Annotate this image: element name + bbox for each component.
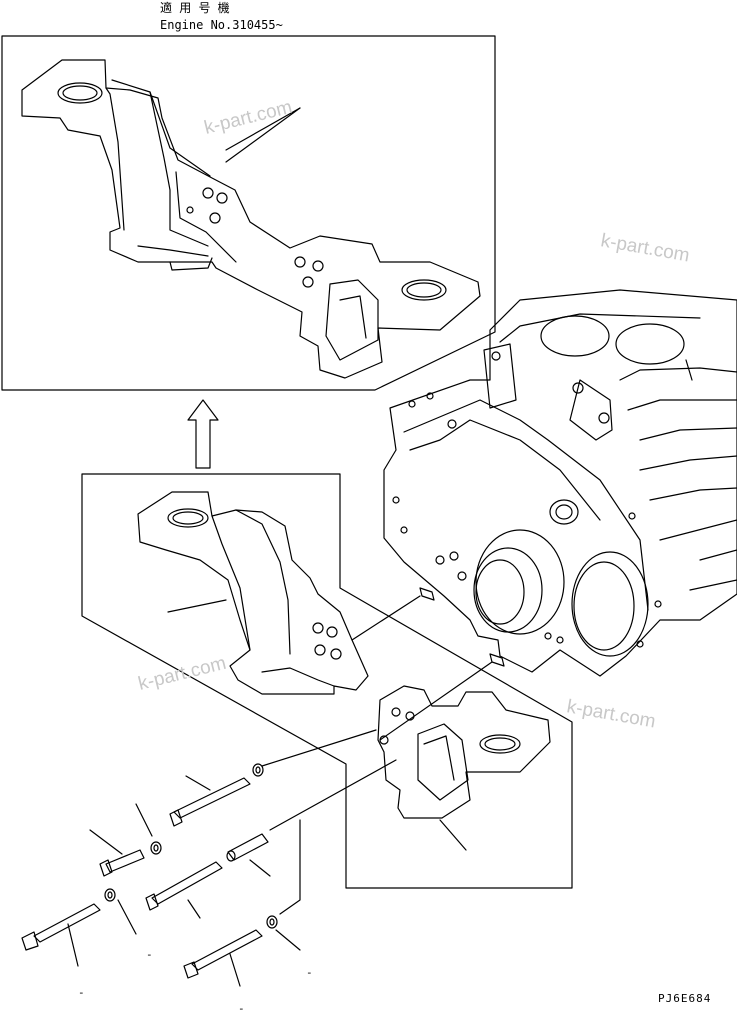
figure-code: PJ6E684 bbox=[658, 992, 711, 1005]
callout-washer-4 bbox=[275, 929, 301, 951]
callout-bolt-center bbox=[187, 899, 201, 919]
bolt-long-lower-left bbox=[21, 903, 101, 951]
bracket-left bbox=[137, 491, 369, 695]
bracket-right bbox=[377, 685, 551, 819]
engine-range-label: Engine No.310455~ bbox=[160, 18, 283, 32]
washer-2 bbox=[150, 841, 162, 855]
callout-bracket-right bbox=[439, 819, 467, 851]
assembly-line-1 bbox=[261, 729, 377, 767]
callout-washer-3 bbox=[117, 899, 137, 935]
dowel-pin-lower bbox=[489, 653, 505, 667]
dowel-pin-upper bbox=[419, 587, 435, 601]
washer-3 bbox=[104, 888, 116, 902]
watermark-1: k-part.com bbox=[202, 97, 294, 139]
bolt-long-center bbox=[145, 861, 223, 911]
part-label-3: - bbox=[306, 966, 313, 979]
callout-bolt-bottom bbox=[229, 953, 241, 987]
leader-pin-upper bbox=[351, 595, 421, 641]
callout-sleeve bbox=[249, 859, 271, 877]
watermark-3: k-part.com bbox=[136, 653, 228, 695]
inset-frame-lower bbox=[81, 473, 573, 889]
washer-1 bbox=[252, 763, 264, 777]
watermark-2: k-part.com bbox=[599, 230, 691, 266]
arrow-up bbox=[187, 399, 219, 469]
callout-bolt-short bbox=[89, 829, 123, 855]
engine-front-case bbox=[383, 289, 737, 677]
bolt-long-upper bbox=[169, 777, 251, 827]
assembly-line-3 bbox=[279, 819, 301, 915]
part-label-2: - bbox=[78, 986, 85, 999]
part-label-4: - bbox=[238, 1002, 245, 1012]
applicability-label: 適 用 号 機 bbox=[160, 0, 230, 15]
callout-bolt-lower-left bbox=[67, 923, 79, 967]
washer-4 bbox=[266, 915, 278, 929]
inset-frame-top bbox=[1, 35, 496, 391]
bracket-new-type bbox=[21, 59, 481, 379]
callout-washer-2 bbox=[135, 803, 153, 837]
leader-pin-lower bbox=[379, 661, 493, 741]
bolt-long-bottom bbox=[183, 929, 263, 979]
bolt-short-middle bbox=[99, 849, 145, 877]
assembly-line-2 bbox=[269, 759, 397, 831]
part-label-1: - bbox=[146, 948, 153, 961]
watermark-4: k-part.com bbox=[565, 696, 657, 732]
spacer-sleeve bbox=[226, 833, 269, 862]
callout-bracket-left bbox=[167, 599, 227, 613]
callout-top-bracket bbox=[225, 107, 301, 151]
callout-bolt-upper bbox=[185, 775, 211, 791]
